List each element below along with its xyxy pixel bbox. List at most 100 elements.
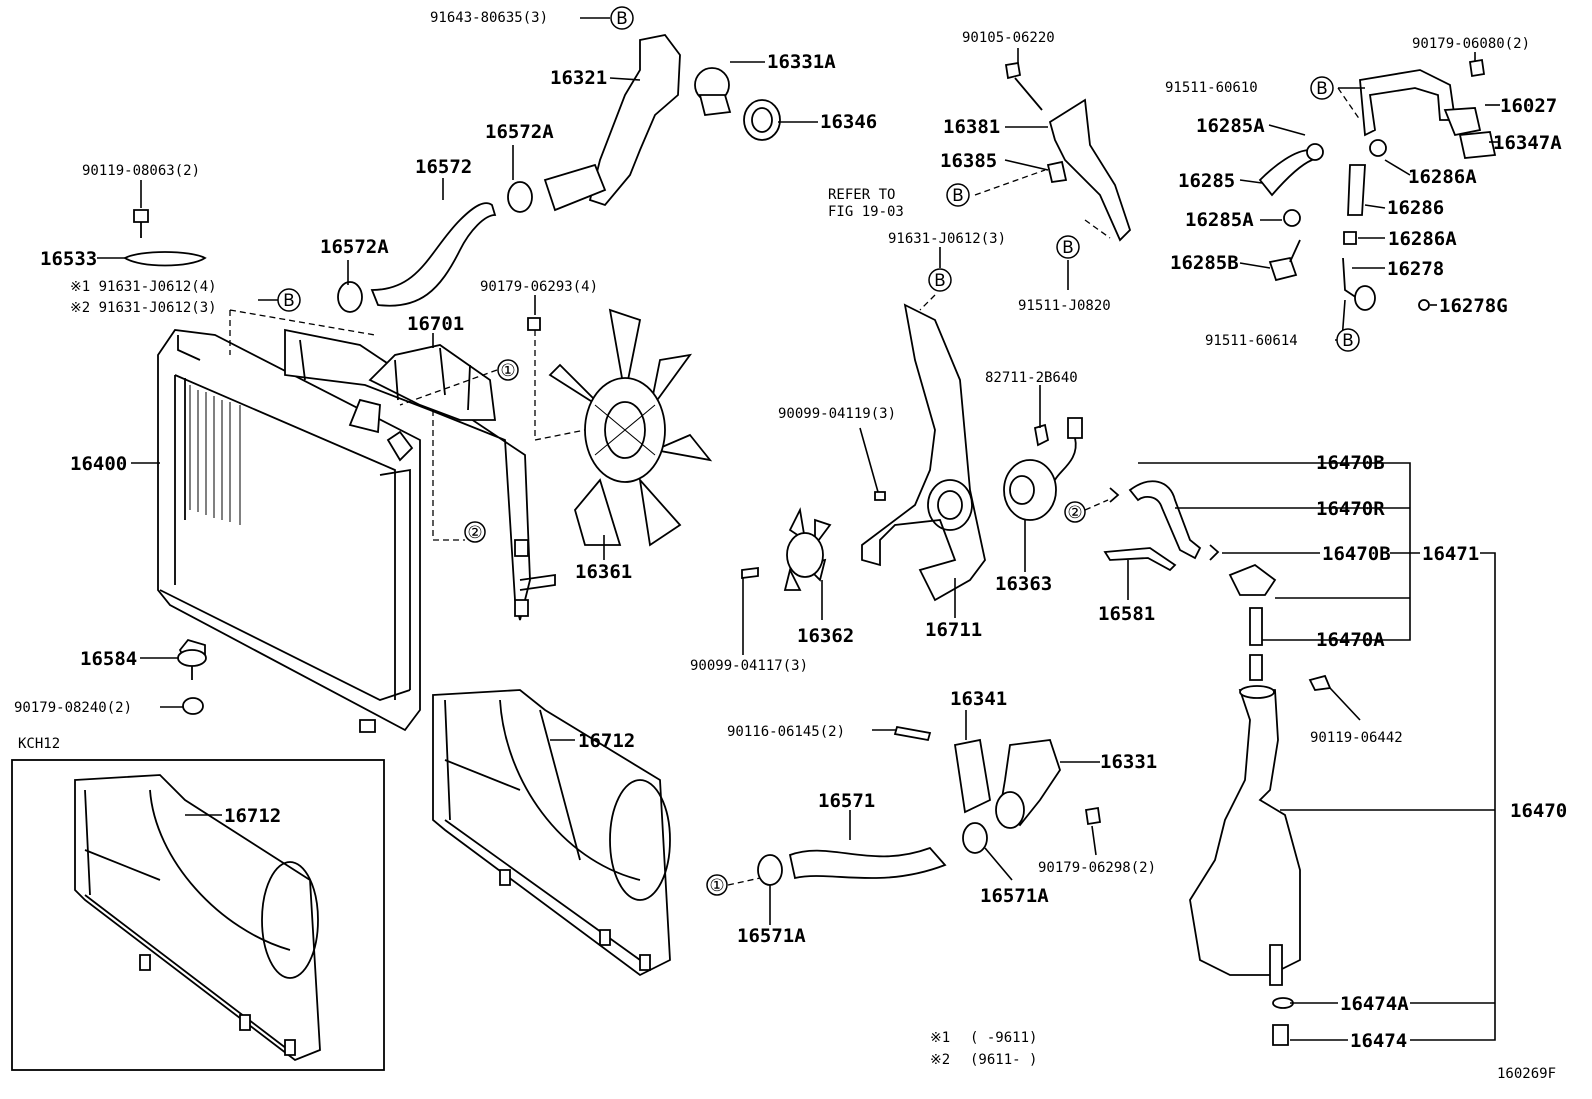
label-16400: 16400 [70,453,127,475]
label-16363: 16363 [995,573,1052,595]
label-91643-80635: 91643-80635(3) [430,10,548,26]
svg-text:B: B [1316,79,1328,99]
label-16381: 16381 [943,116,1000,138]
label-16470: 16470 [1510,800,1567,822]
label-16341: 16341 [950,688,1007,710]
label-16385: 16385 [940,150,997,172]
label-16285A-top: 16285A [1196,115,1265,137]
refer-note-line1: REFER TO [828,187,895,203]
label-91511-j0820: 91511-J0820 [1018,298,1111,314]
nut-90179-06293 [527,317,541,331]
reserve-tank-16470 [1189,685,1301,986]
connector-82711 [1033,417,1083,481]
part-labels: 91643-80635(3) 16331A 16321 16346 16572A… [14,10,1567,1052]
cap-16470-part [1228,563,1277,596]
svg-text:②: ② [1067,503,1082,523]
label-16711: 16711 [925,619,982,641]
tube-16470A [1249,607,1263,681]
svg-text:B: B [934,271,946,291]
fan-shroud-16701 [284,328,556,621]
label-82711-2b640: 82711-2B640 [985,370,1078,386]
clamp-16572A [337,181,533,313]
cooling-fan-16361 [548,308,713,547]
cushion-90179-08240 [182,697,204,715]
label-91511-60614: 91511-60614 [1205,333,1298,349]
label-16331A: 16331A [767,51,836,73]
inset-label: KCH12 [18,736,60,752]
pipe-16027 [1359,69,1482,137]
clamp-16285A [1283,143,1324,227]
label-91511-60610: 91511-60610 [1165,80,1258,96]
water-inlet-16331 [995,739,1061,829]
label-16027: 16027 [1500,95,1557,117]
stay-16385 [1046,160,1068,184]
label-16572A-top: 16572A [485,121,554,143]
radiator-hose-16571 [788,846,947,880]
label-16712-inset: 16712 [224,805,281,827]
label-90105-06220: 90105-06220 [962,30,1055,46]
inset-frame [11,759,385,1071]
refer-note-line2: FIG 19-03 [828,204,904,220]
footnote-2-text: (9611- ) [970,1052,1037,1068]
fan-16362 [783,507,832,591]
bracket-16533 [123,251,207,267]
marker-b-left: B [277,288,301,312]
label-16470R: 16470R [1316,498,1385,520]
label-16470B-top: 16470B [1316,452,1385,474]
fan-motor-16363 [1003,459,1057,521]
label-16278G: 16278G [1439,295,1508,317]
label-90179-06293: 90179-06293(4) [480,279,598,295]
leader-lines [97,17,1500,1041]
bracket-16581 [1103,547,1177,572]
label-16470B-mid: 16470B [1322,543,1391,565]
svg-text:B: B [1342,331,1354,351]
marker-one-shroud: ① [497,359,519,381]
marker-b-top: B [610,6,634,30]
diagram-id: 160269F [1497,1066,1556,1082]
clamp-16470B [1109,487,1220,561]
label-90179-08240: 90179-08240(2) [14,700,132,716]
marker-b-91631: B [928,268,952,292]
fan-bracket-16711 [861,303,986,602]
label-16346: 16346 [820,111,877,133]
gasket-16347A [1458,131,1497,159]
label-16286: 16286 [1387,197,1444,219]
label-90099-04119: 90099-04119(3) [778,406,896,422]
label-16471: 16471 [1422,543,1479,565]
svg-text:②: ② [467,523,482,543]
marker-b-91511-60610: B [1310,76,1334,100]
svg-text:B: B [616,9,628,29]
bolt-90099-04119 [874,491,886,501]
label-90179-06298: 90179-06298(2) [1038,860,1156,876]
label-16701: 16701 [407,313,464,335]
clamp-16286A [1343,139,1387,245]
label-16361: 16361 [575,561,632,583]
label-91631-note1: ※1 91631-J0612(4) [70,279,217,295]
marker-b-91511-j0820: B [1056,235,1080,259]
label-16533: 16533 [40,248,97,270]
bolt-90105-06220 [1004,61,1043,111]
bolt-90119-08063 [133,209,149,238]
label-16474: 16474 [1350,1030,1407,1052]
fan-shroud-16712 [432,689,671,977]
bolt-90099-04117 [741,566,759,580]
svg-text:B: B [952,186,964,206]
label-16331: 16331 [1100,751,1157,773]
nut-90179-06080 [1468,58,1486,78]
label-16584: 16584 [80,648,137,670]
marker-two-shroud: ② [464,521,486,543]
label-16285B: 16285B [1170,252,1239,274]
inset-fan-shroud-16712 [74,774,321,1062]
marker-two-motor: ② [1064,501,1086,523]
valve-16285B [1268,239,1301,282]
bolt-90116-06145 [893,725,932,742]
label-16572: 16572 [415,156,472,178]
label-90116-06145: 90116-06145(2) [727,724,845,740]
label-16347A: 16347A [1493,132,1562,154]
dashed-reference-lines [229,87,1361,886]
water-outlet-16321 [543,34,681,212]
label-91631-j0612-fig: 91631-J0612(3) [888,231,1006,247]
pipe-16278 [1342,257,1376,311]
gasket-16341 [953,738,991,814]
